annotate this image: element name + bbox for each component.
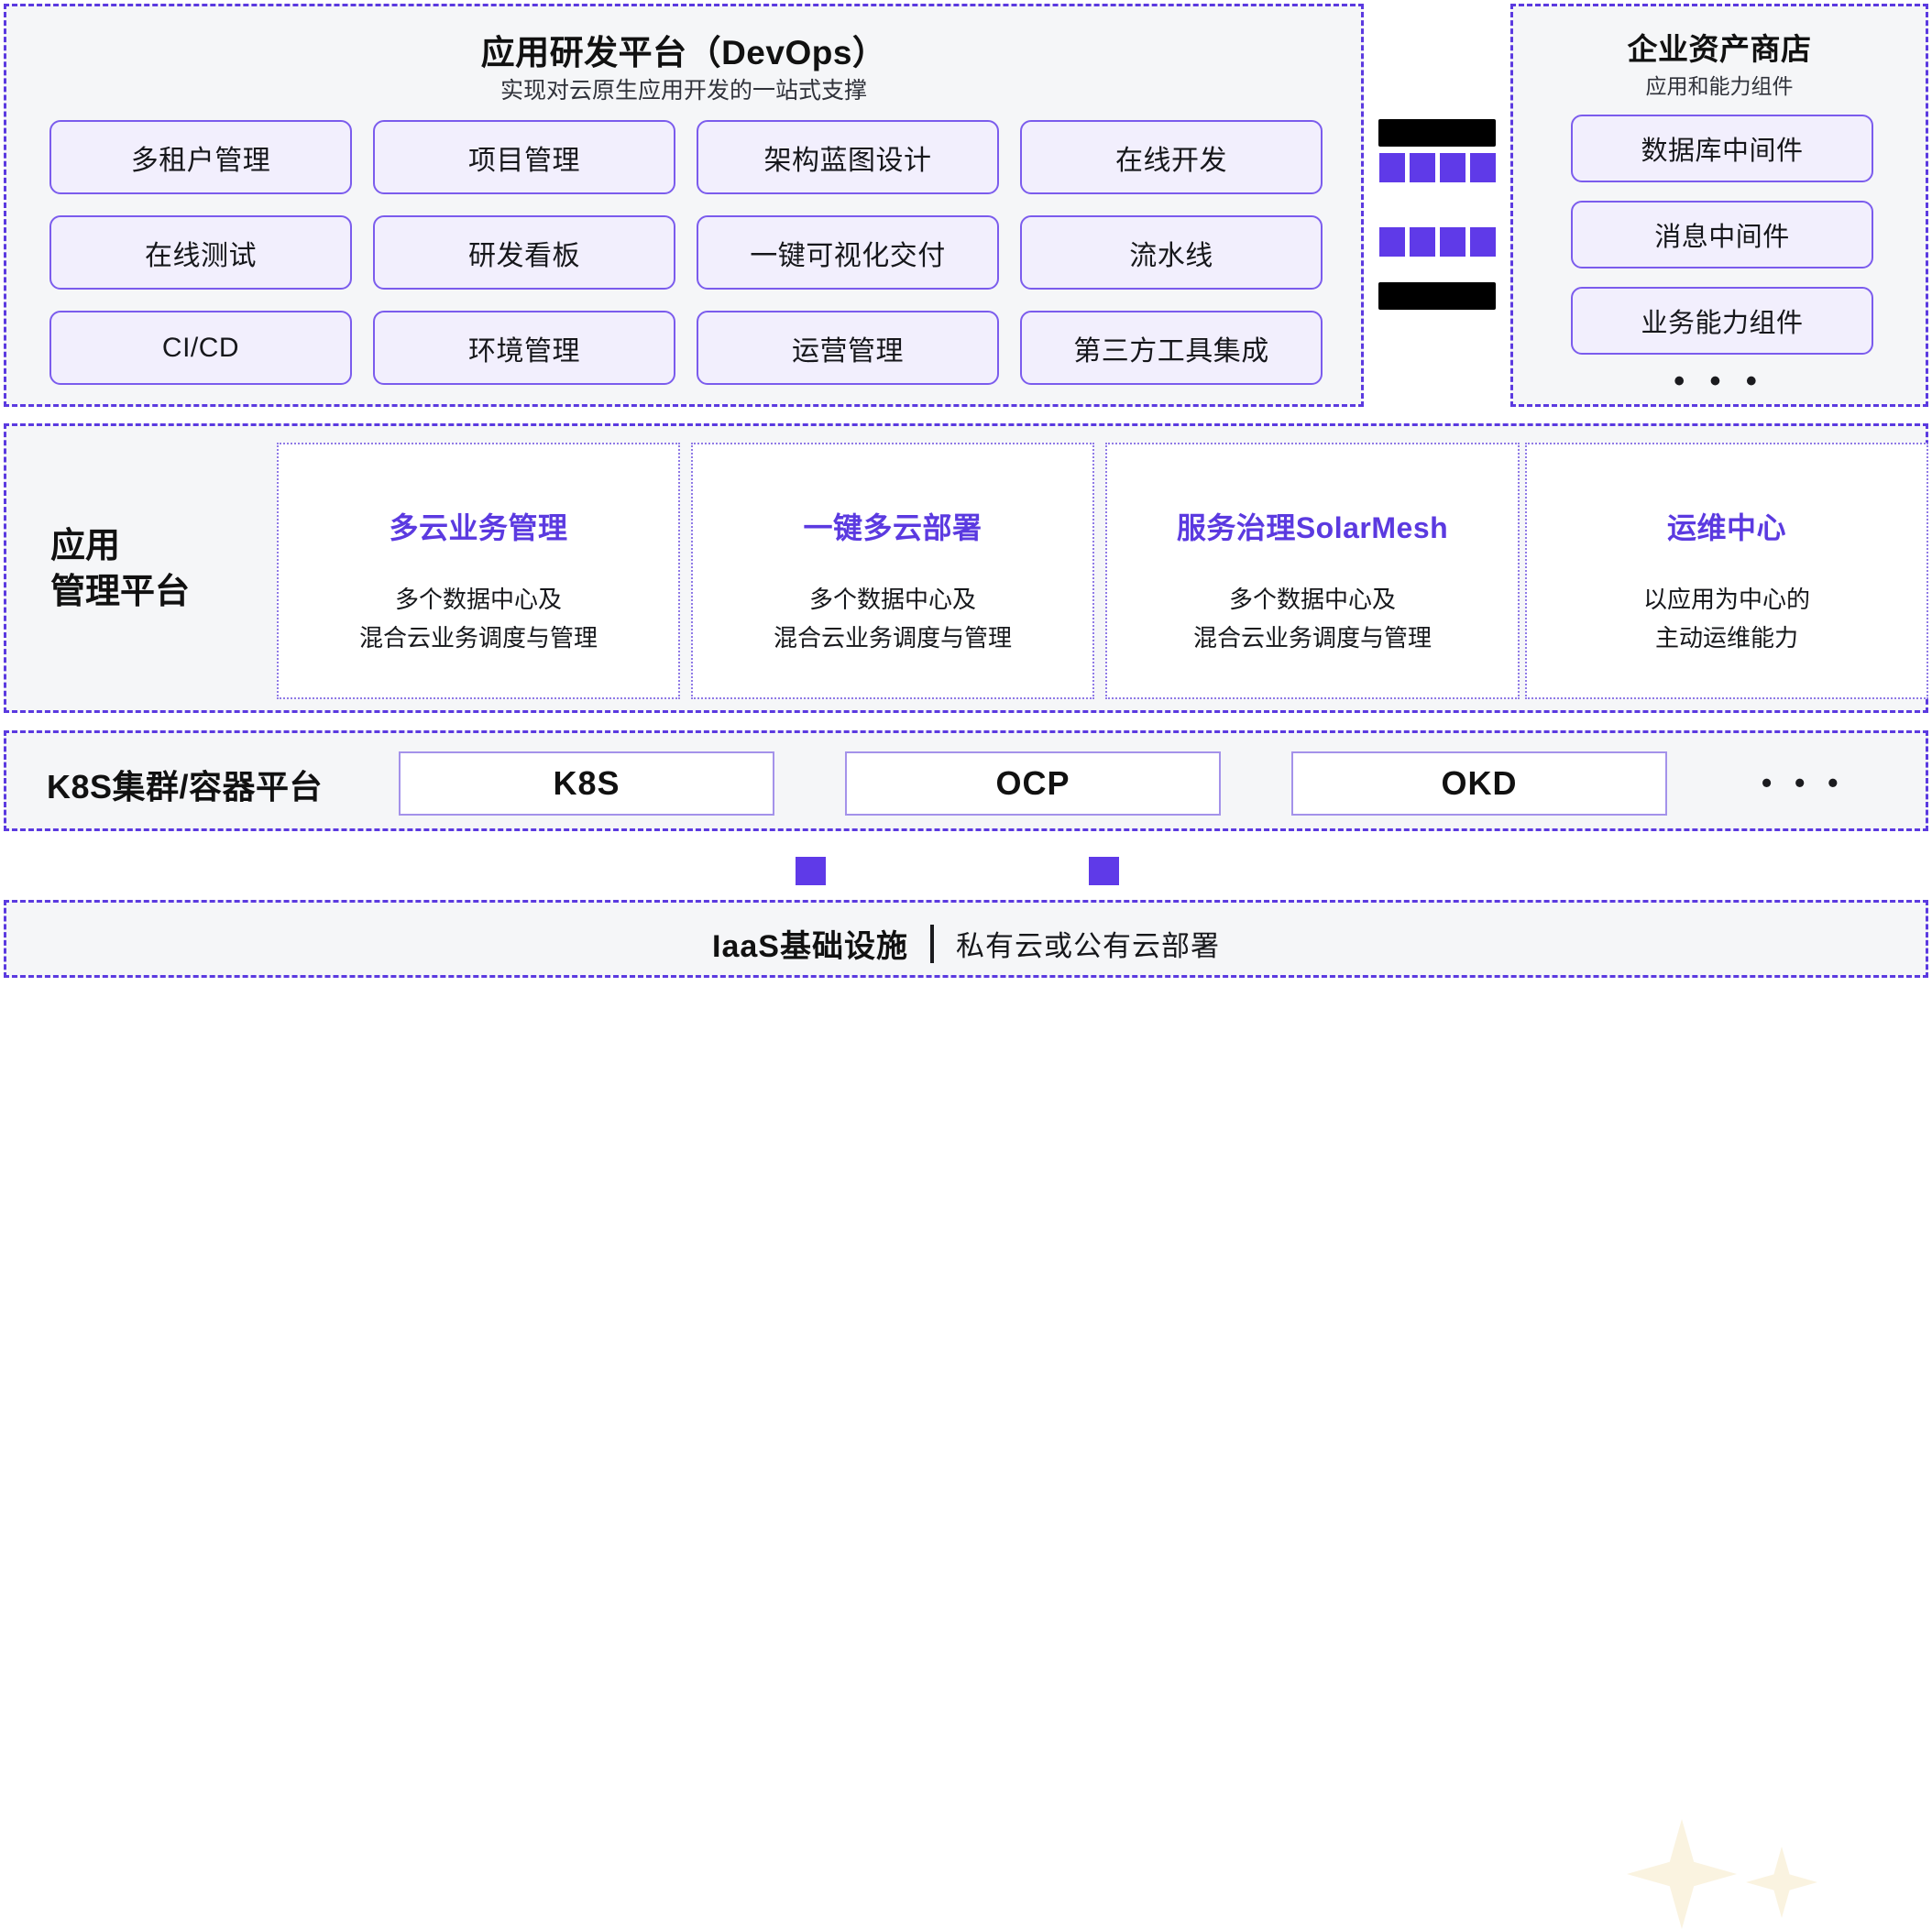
- app-management-platform-panel: 应用 管理平台 多云业务管理 多个数据中心及 混合云业务调度与管理 一键多云部署…: [4, 423, 1928, 713]
- k8s-box-ocp[interactable]: OCP: [845, 751, 1221, 816]
- app-platform-card-body: 多个数据中心及 混合云业务调度与管理: [358, 586, 598, 652]
- devops-platform-subtitle: 实现对云原生应用开发的一站式支撑: [499, 78, 867, 104]
- k8s-box-okd[interactable]: OKD: [1291, 751, 1667, 816]
- connector-block: [1470, 153, 1496, 182]
- devops-card-multi-tenant[interactable]: 多租户管理: [49, 120, 352, 194]
- iaas-title: IaaS基础设施: [712, 929, 908, 964]
- devops-card-third-party[interactable]: 第三方工具集成: [1020, 311, 1323, 385]
- app-platform-card-body: 多个数据中心及 混合云业务调度与管理: [773, 586, 1012, 652]
- devops-card-cicd[interactable]: CI/CD: [49, 311, 352, 385]
- app-platform-card-solarmesh[interactable]: 服务治理SolarMesh 多个数据中心及 混合云业务调度与管理: [1105, 443, 1520, 699]
- iaas-divider: [929, 924, 934, 963]
- devops-card-env-mgmt[interactable]: 环境管理: [373, 311, 675, 385]
- sparkle-decoration-large: [1627, 1819, 1737, 1929]
- connector-block: [1379, 153, 1405, 182]
- devops-card-dev-board[interactable]: 研发看板: [373, 215, 675, 290]
- devops-card-online-test[interactable]: 在线测试: [49, 215, 352, 290]
- asset-store-panel: 企业资产商店 应用和能力组件 数据库中间件 消息中间件 业务能力组件 • • •: [1510, 4, 1928, 407]
- app-platform-card-body: 以应用为中心的 主动运维能力: [1642, 586, 1810, 652]
- connector-block: [1440, 153, 1465, 182]
- k8s-box-k8s[interactable]: K8S: [399, 751, 774, 816]
- devops-platform-title: 应用研发平台（DevOps）: [480, 34, 887, 71]
- app-platform-card-multicloud-mgmt[interactable]: 多云业务管理 多个数据中心及 混合云业务调度与管理: [277, 443, 680, 699]
- connector-block: [1470, 227, 1496, 257]
- devops-card-ops-mgmt[interactable]: 运营管理: [697, 311, 999, 385]
- app-platform-card-body: 多个数据中心及 混合云业务调度与管理: [1192, 586, 1432, 652]
- app-platform-card-onekey-deploy[interactable]: 一键多云部署 多个数据中心及 混合云业务调度与管理: [691, 443, 1094, 699]
- iaas-connector-block-left: [796, 857, 826, 885]
- asset-store-card-db-middleware[interactable]: 数据库中间件: [1571, 115, 1873, 182]
- connector-block: [1410, 153, 1435, 182]
- app-management-platform-label: 应用 管理平台: [50, 527, 191, 612]
- connector-block: [1379, 227, 1405, 257]
- asset-store-title: 企业资产商店: [1627, 32, 1812, 66]
- devops-card-project-mgmt[interactable]: 项目管理: [373, 120, 675, 194]
- devops-card-pipeline[interactable]: 流水线: [1020, 215, 1323, 290]
- architecture-diagram: 应用研发平台（DevOps） 实现对云原生应用开发的一站式支撑 多租户管理 项目…: [4, 4, 1928, 1929]
- sparkle-decoration-small: [1746, 1847, 1817, 1918]
- connector-block: [1440, 227, 1465, 257]
- k8s-more-ellipsis: • • •: [1762, 766, 1846, 799]
- connector-block-row-bottom: [1379, 227, 1496, 257]
- devops-platform-panel: 应用研发平台（DevOps） 实现对云原生应用开发的一站式支撑 多租户管理 项目…: [4, 4, 1364, 407]
- devops-card-architecture[interactable]: 架构蓝图设计: [697, 120, 999, 194]
- app-platform-card-title: 服务治理SolarMesh: [1176, 511, 1449, 544]
- asset-store-card-biz-component[interactable]: 业务能力组件: [1571, 287, 1873, 355]
- connector-block-row-top: [1379, 153, 1496, 182]
- asset-store-subtitle: 应用和能力组件: [1645, 74, 1794, 98]
- redacted-label-top: [1378, 119, 1496, 147]
- iaas-connector-block-right: [1089, 857, 1119, 885]
- app-platform-card-title: 一键多云部署: [803, 511, 982, 544]
- redacted-label-bottom: [1378, 282, 1496, 310]
- app-platform-card-ops-center[interactable]: 运维中心 以应用为中心的 主动运维能力: [1525, 443, 1928, 699]
- k8s-container-platform-panel: K8S集群/容器平台 K8S OCP OKD • • •: [4, 730, 1928, 831]
- app-platform-card-title: 运维中心: [1666, 511, 1786, 544]
- iaas-subtitle: 私有云或公有云部署: [955, 930, 1220, 962]
- asset-store-more-ellipsis: • • •: [1674, 364, 1765, 399]
- iaas-infrastructure-panel: IaaS基础设施 私有云或公有云部署: [4, 900, 1928, 1929]
- iaas-content-row: IaaS基础设施 私有云或公有云部署: [6, 921, 1926, 966]
- devops-card-online-dev[interactable]: 在线开发: [1020, 120, 1323, 194]
- connector-block: [1410, 227, 1435, 257]
- connector-column: [1378, 119, 1498, 312]
- k8s-platform-label: K8S集群/容器平台: [47, 768, 324, 806]
- app-platform-card-title: 多云业务管理: [389, 511, 568, 544]
- devops-card-visual-delivery[interactable]: 一键可视化交付: [697, 215, 999, 290]
- asset-store-card-msg-middleware[interactable]: 消息中间件: [1571, 201, 1873, 269]
